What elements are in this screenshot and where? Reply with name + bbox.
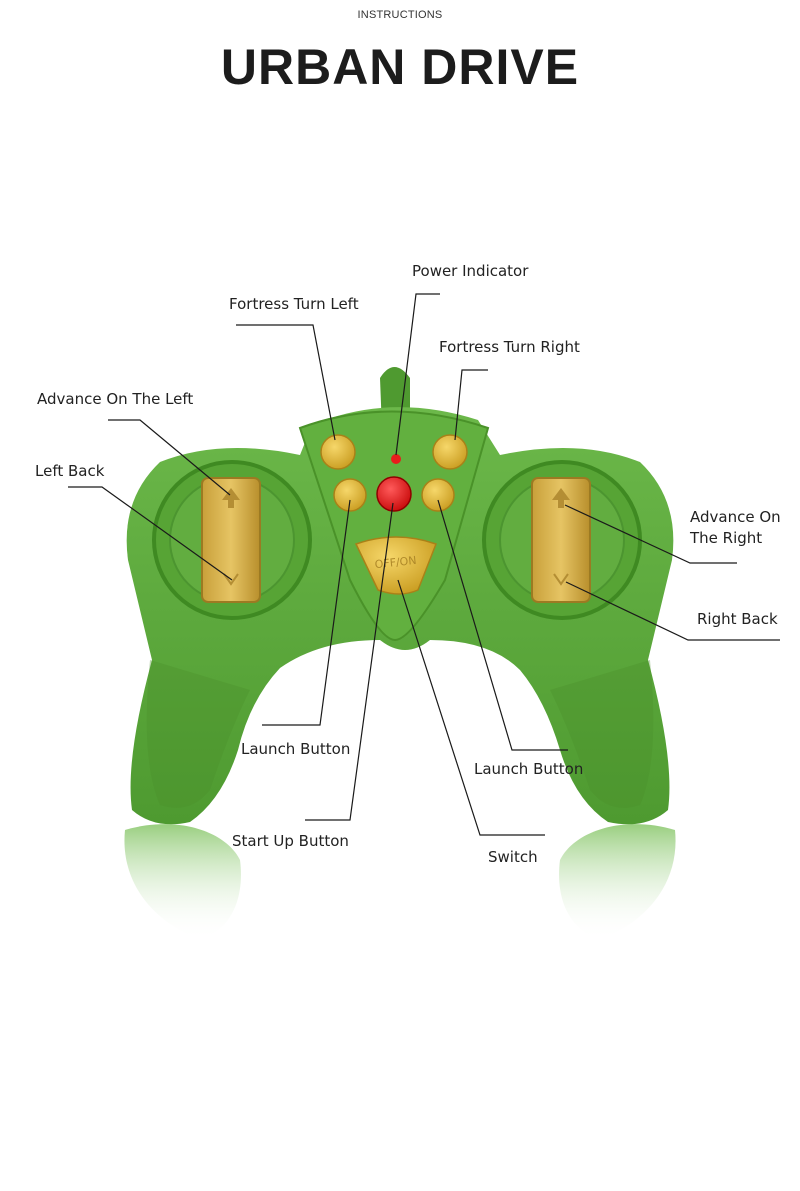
label-fortress-turn-left: Fortress Turn Left — [229, 295, 359, 313]
label-switch: Switch — [488, 848, 538, 866]
fortress-turn-left-button — [321, 435, 355, 469]
label-launch-button-right: Launch Button — [474, 760, 583, 778]
label-advance-on-the-right-1: Advance On — [690, 508, 781, 526]
label-fortress-turn-right: Fortress Turn Right — [439, 338, 580, 356]
label-right-back: Right Back — [697, 610, 778, 628]
label-launch-button-left: Launch Button — [241, 740, 350, 758]
power-indicator-led — [391, 454, 401, 464]
label-advance-on-the-left: Advance On The Left — [37, 390, 193, 408]
label-power-indicator: Power Indicator — [412, 262, 529, 280]
launch-button-right — [422, 479, 454, 511]
launch-button-left — [334, 479, 366, 511]
reflection-left — [124, 824, 240, 940]
label-left-back: Left Back — [35, 462, 105, 480]
reflection-right — [559, 824, 675, 940]
start-up-button — [377, 477, 411, 511]
label-start-up-button: Start Up Button — [232, 832, 349, 850]
label-advance-on-the-right-2: The Right — [689, 529, 762, 547]
fortress-turn-right-button — [433, 435, 467, 469]
